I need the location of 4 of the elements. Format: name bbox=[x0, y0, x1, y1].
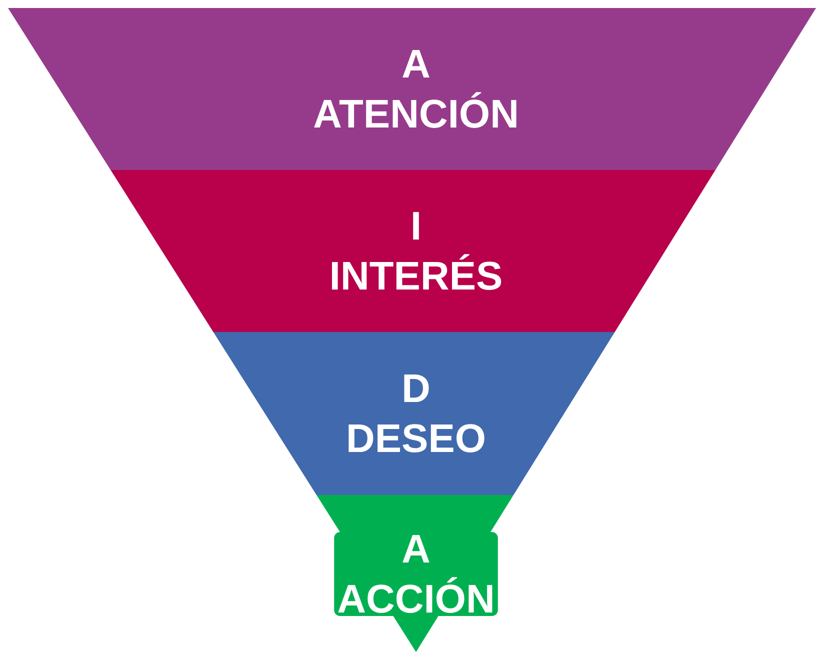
funnel-band: A ACCIÓN bbox=[316, 494, 514, 652]
funnel-band: I INTERÉS bbox=[110, 170, 716, 332]
funnel-band: A ATENCIÓN bbox=[8, 8, 816, 170]
funnel-band: D DESEO bbox=[213, 332, 615, 495]
